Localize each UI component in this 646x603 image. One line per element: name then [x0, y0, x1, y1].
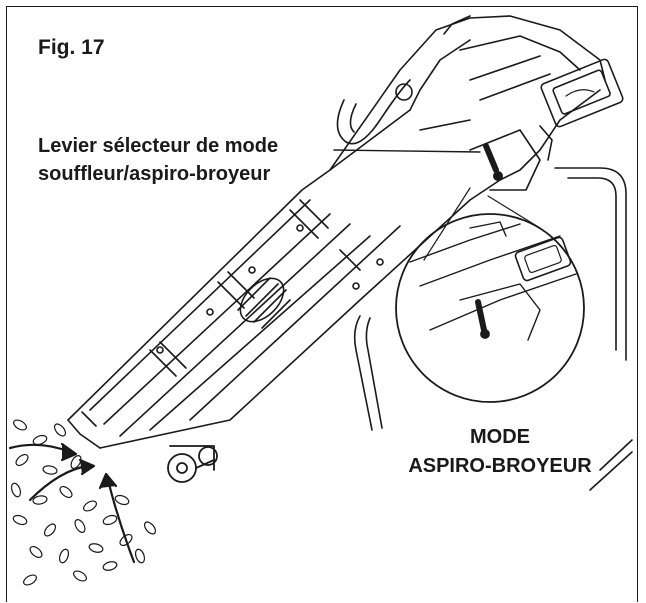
- wheel: [167, 445, 218, 483]
- lever-callout-line-2: souffleur/aspiro-broyeur: [38, 163, 271, 185]
- zoom-detail-circle: [395, 213, 585, 403]
- mode-label-line-1: MODE: [470, 426, 530, 448]
- motor-housing: [329, 15, 624, 191]
- blower-tube: [67, 109, 501, 449]
- lever-callout-label: Levier sélecteur de mode souffleur/aspir…: [38, 132, 278, 188]
- callout-leader-line: [333, 149, 481, 153]
- figure-frame: [6, 6, 638, 602]
- mode-label: MODE ASPIRO-BROYEUR: [400, 423, 600, 481]
- leaves: [10, 419, 157, 586]
- trolley-frame: [353, 167, 633, 491]
- figure-number: Fig. 17: [38, 36, 105, 59]
- selector-lever: [483, 143, 503, 181]
- mode-label-line-2: ASPIRO-BROYEUR: [408, 455, 592, 477]
- lever-callout-line-1: Levier sélecteur de mode: [38, 135, 279, 157]
- suction-arrows: [8, 442, 136, 564]
